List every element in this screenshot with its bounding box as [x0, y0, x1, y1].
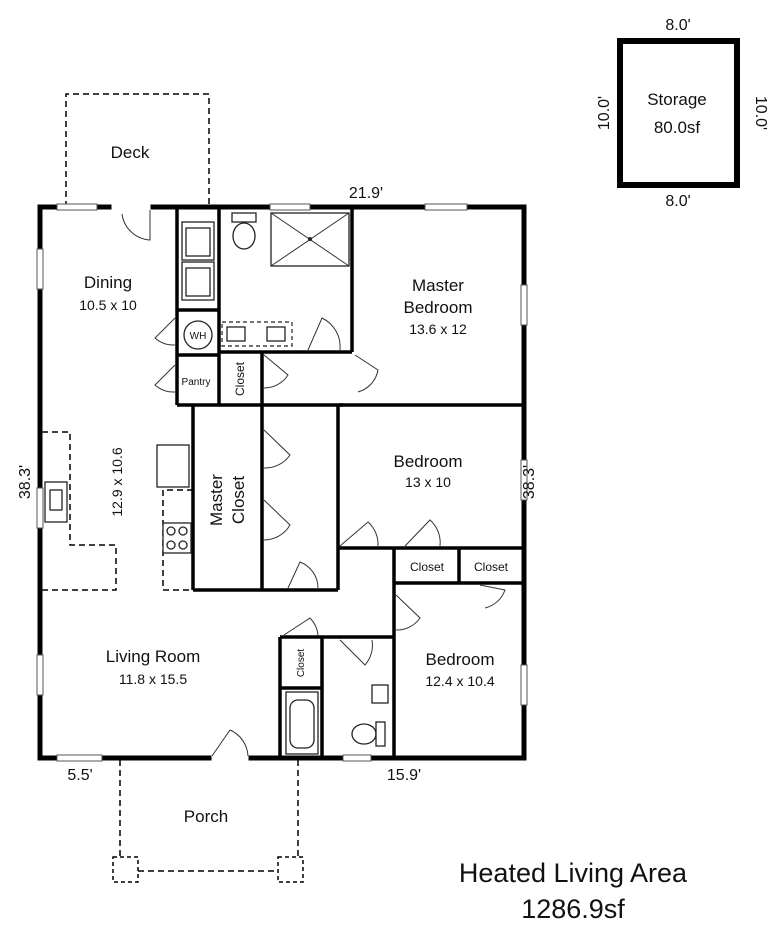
bedroom-3-size: 12.4 x 10.4	[425, 673, 494, 689]
heated-area-value: 1286.9sf	[521, 894, 625, 924]
master-bath	[221, 212, 350, 347]
master-closet: Master Closet	[207, 474, 248, 526]
window	[56, 754, 103, 762]
porch-label: Porch	[184, 807, 228, 826]
laundry-appliances: WH Pantry	[181, 221, 215, 388]
hall-closet-label: Closet	[296, 649, 307, 678]
kitchen-size: 12.9 x 10.6	[109, 447, 125, 516]
door-swing	[479, 584, 506, 609]
porch: Porch	[112, 760, 304, 883]
living-room-label: Living Room	[106, 647, 201, 666]
double-vanity-icon	[221, 321, 293, 347]
kitchen: 12.9 x 10.6	[42, 431, 193, 591]
deck-outline	[65, 93, 210, 207]
door-swing	[263, 499, 291, 541]
refrigerator	[156, 444, 190, 488]
hall-bath	[285, 684, 389, 755]
dim-bottom-right: 15.9'	[387, 767, 421, 784]
toilet-icon	[231, 212, 257, 250]
interior-walls	[175, 207, 524, 758]
window	[424, 203, 468, 211]
shower-icon	[270, 212, 350, 267]
storage-dim-top: 8.0'	[665, 17, 690, 34]
master-bedroom-line2: Bedroom	[404, 298, 473, 317]
closet-label-left: Closet	[410, 560, 445, 574]
dim-left: 38.3'	[17, 465, 34, 499]
window	[36, 248, 44, 290]
window	[36, 654, 44, 696]
door-swing	[339, 521, 379, 547]
master-bedroom-size: 13.6 x 12	[409, 321, 467, 337]
door-swing	[395, 594, 421, 631]
dim-right: 38.3'	[521, 465, 538, 499]
door-swing	[263, 429, 291, 469]
storage-dim-left: 10.0'	[596, 96, 613, 130]
water-heater-icon	[183, 320, 213, 350]
bedroom-2: Bedroom 13 x 10	[394, 452, 463, 490]
door-swing	[404, 519, 441, 547]
dim-top: 21.9'	[349, 185, 383, 202]
master-bedroom: Master Bedroom 13.6 x 12	[404, 276, 473, 337]
door-swing	[121, 210, 151, 241]
window	[520, 664, 528, 706]
window	[36, 487, 44, 529]
storage-dim-bottom: 8.0'	[665, 193, 690, 210]
closet-label-right: Closet	[474, 560, 509, 574]
front-door-opening	[211, 754, 249, 762]
pantry-label: Pantry	[182, 377, 211, 388]
door-swing	[263, 354, 289, 389]
master-bedroom-line1: Master	[412, 276, 464, 295]
living-room-size: 11.8 x 15.5	[119, 671, 187, 687]
kitchen-counter-left	[42, 431, 117, 591]
window	[520, 284, 528, 326]
dim-bottom-left: 5.5'	[67, 767, 92, 784]
storage-area: 80.0sf	[654, 118, 701, 137]
storage-building: Storage 80.0sf 8.0' 8.0' 10.0' 10.0'	[596, 17, 769, 210]
porch-post-left	[112, 856, 139, 883]
window	[269, 203, 311, 211]
bedroom-3: Bedroom 12.4 x 10.4	[425, 650, 494, 689]
toilet-icon	[351, 721, 386, 747]
bedroom-2-size: 13 x 10	[405, 474, 451, 490]
dining-label: Dining	[84, 273, 132, 292]
door-swing	[354, 354, 379, 393]
sink-basin	[49, 489, 63, 511]
window	[520, 459, 528, 501]
stove-icon	[162, 522, 192, 554]
dining-room: Dining 10.5 x 10	[79, 273, 137, 313]
master-closet-line1: Master	[207, 474, 226, 526]
porch-outline	[119, 760, 299, 872]
bath-closet-label: Closet	[233, 361, 247, 396]
master-closet-line2: Closet	[229, 476, 248, 524]
door-swing	[307, 317, 341, 351]
deck-label: Deck	[111, 143, 150, 162]
bathtub-icon	[285, 691, 319, 755]
deck-door-opening	[111, 203, 151, 211]
heated-area-label: Heated Living Area	[459, 858, 688, 888]
door-swing	[154, 364, 176, 393]
dimensions: 21.9' 38.3' 38.3' 5.5' 15.9'	[17, 185, 538, 784]
storage-walls	[617, 38, 740, 188]
porch-post-right	[277, 856, 304, 883]
bedroom-3-label: Bedroom	[426, 650, 495, 669]
doors	[121, 210, 506, 757]
door-swing	[154, 317, 176, 346]
door-swing	[339, 639, 373, 666]
door-swing	[287, 561, 319, 589]
door-swing	[211, 729, 249, 757]
dining-size: 10.5 x 10	[79, 297, 137, 313]
storage-label: Storage	[647, 90, 707, 109]
bedroom-2-label: Bedroom	[394, 452, 463, 471]
water-heater-label: WH	[190, 331, 207, 342]
bath-sink-icon	[371, 684, 389, 704]
window	[56, 203, 98, 211]
heated-area-summary: Heated Living Area 1286.9sf	[459, 858, 688, 924]
living-room: Living Room 11.8 x 15.5	[106, 647, 201, 687]
storage-dim-right: 10.0'	[752, 96, 769, 130]
windows	[36, 203, 528, 762]
window	[342, 754, 372, 762]
door-swing	[283, 617, 319, 636]
deck: Deck	[65, 93, 210, 207]
